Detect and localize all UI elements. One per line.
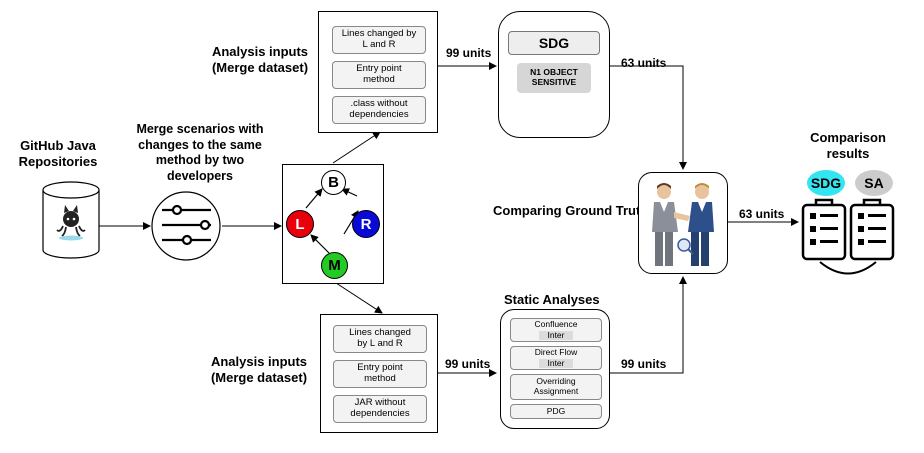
result-badge-sa: SA (855, 170, 893, 196)
units-sdg-to-truth: 63 units (621, 56, 667, 70)
analysis-inputs-top-label: Analysis inputs (Merge dataset) (211, 44, 309, 76)
units-truth-to-results: 63 units (739, 207, 785, 221)
static-item-confluence: Confluence Inter (510, 318, 602, 342)
top-input-entry-point: Entry point method (332, 61, 426, 89)
merge-node-merge: M (321, 252, 348, 279)
sdg-option: N1 OBJECT SENSITIVE (517, 63, 591, 93)
arrow-graph-to-bottom (332, 280, 383, 314)
bottom-input-lines-changed: Lines changed by L and R (333, 325, 427, 353)
static-item-confluence-sub: Inter (539, 330, 573, 341)
analysis-inputs-bottom-label: Analysis inputs (Merge dataset) (210, 354, 308, 386)
static-item-direct-flow-sub: Inter (539, 358, 573, 369)
sdg-title: SDG (508, 31, 600, 55)
bottom-input-jar: JAR without dependencies (333, 395, 427, 423)
static-item-direct-flow: Direct Flow Inter (510, 346, 602, 370)
comparing-box (638, 172, 728, 274)
top-input-class-files: .class without dependencies (332, 96, 426, 124)
merge-node-left: L (286, 210, 314, 238)
units-static-to-truth: 99 units (621, 357, 667, 371)
units-bottom-to-static: 99 units (445, 357, 491, 371)
static-item-overriding: Overriding Assignment (510, 374, 602, 400)
merge-node-right: R (352, 210, 380, 238)
comparison-results-label: Comparison results (810, 130, 886, 162)
comparing-ground-truth-label: Comparing Ground Truth (493, 203, 641, 218)
merge-scenarios-label: Merge scenarios with changes to the same… (136, 122, 264, 183)
merge-node-base: B (321, 170, 346, 195)
arrow-graph-to-top (332, 131, 381, 164)
static-item-pdg: PDG (510, 404, 602, 419)
bottom-input-entry-point: Entry point method (333, 360, 427, 388)
top-input-lines-changed: Lines changed by L and R (332, 26, 426, 54)
static-analyses-label: Static Analyses (504, 292, 600, 307)
static-item-direct-flow-name: Direct Flow (534, 346, 578, 357)
result-badge-sdg: SDG (807, 170, 845, 196)
github-repos-label: GitHub Java Repositories (18, 138, 98, 170)
static-item-confluence-name: Confluence (534, 318, 578, 329)
arrow-static-to-truth (610, 276, 687, 374)
arrow-sdg-to-truth (610, 65, 687, 170)
units-top-to-sdg: 99 units (446, 46, 492, 60)
